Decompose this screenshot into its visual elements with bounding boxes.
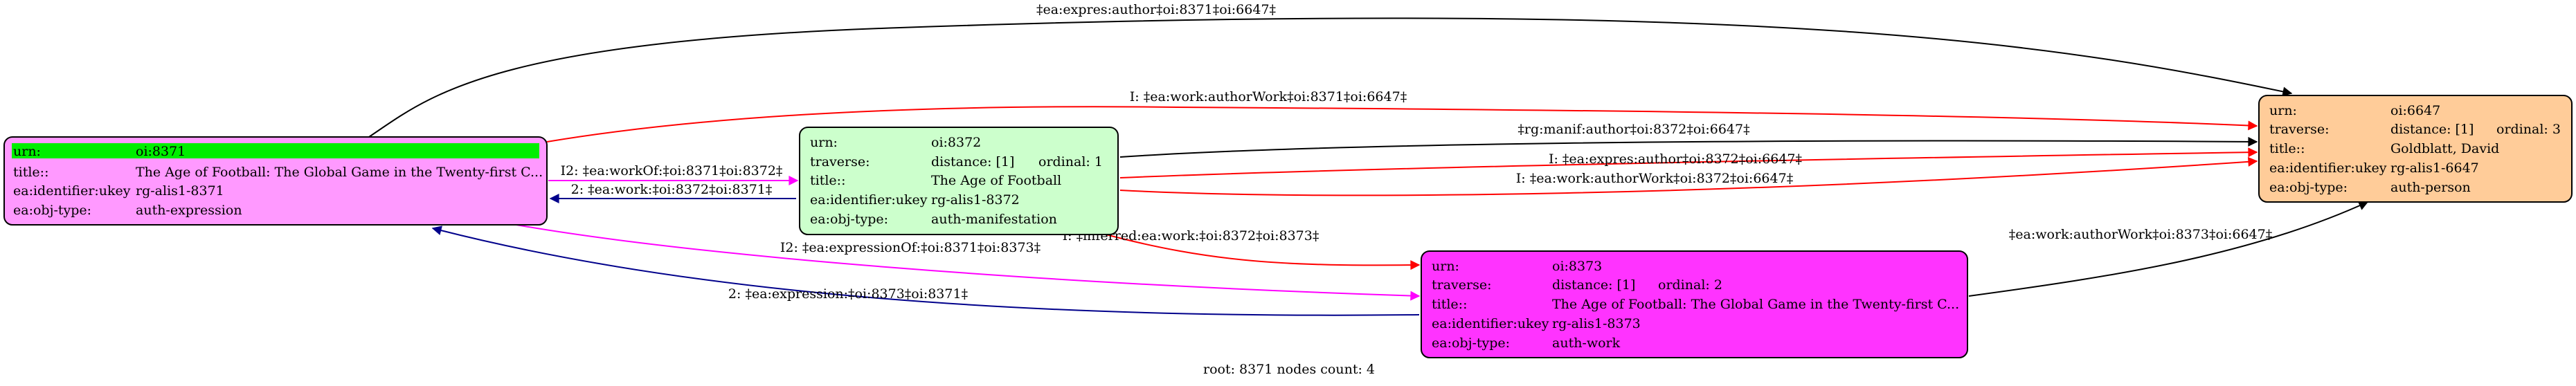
row-value: oi:6647 [2390,103,2440,118]
edge-label: I2: ‡ea:workOf:‡oi:8371‡oi:8372‡ [561,163,783,178]
row-key: title:: [1432,297,1467,312]
row-value: oi:8373 [1552,259,1602,274]
row-value: oi:8372 [931,135,981,150]
row-key: title:: [810,173,845,188]
row-key: ea:obj-type: [2269,180,2348,195]
edge-label: I: ‡ea:work:authorWork‡oi:8371‡oi:6647‡ [1130,89,1407,104]
row-key: urn: [2269,103,2297,118]
edge-work-authorwork-8373-6647: ‡ea:work:authorWork‡oi:8373‡oi:6647‡ [1968,201,2369,297]
edge-work-authorwork-8371-6647: I: ‡ea:work:authorWork‡oi:8371‡oi:6647‡ [546,89,2258,143]
edge-expression-8373-8371: 2: ‡ea:expression:‡oi:8373‡oi:8371‡ [431,226,1420,316]
node-oi-6647[interactable]: urn: oi:6647 traverse: distance: [1] ord… [2258,95,2573,203]
edge-workof-8371-8372: I2: ‡ea:workOf:‡oi:8371‡oi:8372‡ [548,163,799,185]
row-key: ea:obj-type: [13,203,91,218]
row-value: Goldblatt, David [2390,141,2499,156]
edge-work-8372-8371: 2: ‡ea:work:‡oi:8372‡oi:8371‡ [549,182,796,203]
node-oi-8372[interactable]: urn: oi:8372 traverse: distance: [1] ord… [799,127,1119,235]
row-value: distance: [1] [2390,122,2474,137]
row-value: The Age of Football: The Global Game in … [1552,297,1959,312]
row-key: ea:identifier:ukey [1432,316,1549,331]
edge-label: ‡ea:work:authorWork‡oi:8373‡oi:6647‡ [2009,227,2272,242]
row-key: ea:obj-type: [1432,336,1510,351]
edge-label: ‡rg:manif:author‡oi:8372‡oi:6647‡ [1517,122,1749,137]
edge-expres-author-8372-6647: I: ‡ea:expres:author‡oi:8372‡oi:6647‡ [1119,147,2258,178]
edge-label: ‡ea:expres:author‡oi:8371‡oi:6647‡ [1036,2,1276,17]
row-value-ordinal: ordinal: 3 [2496,122,2561,137]
row-key: traverse: [2269,122,2330,137]
row-value: distance: [1] [931,154,1014,169]
row-value-ordinal: ordinal: 2 [1658,277,1722,293]
edge-work-authorwork-8372-6647: I: ‡ea:work:authorWork‡oi:8372‡oi:6647‡ [1119,156,2258,196]
row-key: ea:identifier:ukey [13,183,131,199]
row-key: urn: [1432,259,1459,274]
row-key: traverse: [810,154,870,169]
row-key: ea:identifier:ukey [810,192,928,208]
row-value: auth-person [2390,180,2471,195]
node-oi-8373[interactable]: urn: oi:8373 traverse: distance: [1] ord… [1421,250,1968,358]
edge-label: I: ‡ea:work:authorWork‡oi:8372‡oi:6647‡ [1516,171,1793,186]
row-value: oi:8371 [136,144,186,159]
row-key: urn: [13,144,41,159]
node-oi-8371[interactable]: urn: oi:8371 title:: The Age of Football… [3,136,548,226]
edges: ‡ea:expres:author‡oi:8371‡oi:6647‡ I: ‡e… [366,2,2369,316]
row-key: title:: [13,165,48,180]
edge-label: I: ‡ea:expres:author‡oi:8372‡oi:6647‡ [1549,151,1802,167]
row-value: auth-manifestation [931,212,1057,227]
row-value: rg-alis1-8372 [931,192,1020,208]
node-box [1421,250,1968,358]
row-value: auth-work [1552,336,1621,351]
row-key: ea:obj-type: [810,212,888,227]
node-box [2258,95,2573,203]
node-box [799,127,1119,235]
row-value-ordinal: ordinal: 1 [1038,154,1103,169]
row-key: traverse: [1432,277,1492,293]
row-value: distance: [1] [1552,277,1635,293]
row-value: rg-alis1-8371 [136,183,224,199]
row-key: urn: [810,135,838,150]
edge-expres-author-8371-6647: ‡ea:expres:author‡oi:8371‡oi:6647‡ [366,2,2293,139]
node-box [3,136,548,226]
row-key: title:: [2269,141,2305,156]
row-key: ea:identifier:ukey [2269,160,2387,176]
graph-footer: root: 8371 nodes count: 4 [1203,362,1375,377]
row-value: The Age of Football: The Global Game in … [136,165,543,180]
edge-label: 2: ‡ea:expression:‡oi:8373‡oi:8371‡ [728,286,968,302]
row-value: auth-expression [136,203,242,218]
row-value: rg-alis1-8373 [1552,316,1641,331]
edge-manif-author-8372-6647: ‡rg:manif:author‡oi:8372‡oi:6647‡ [1119,122,2258,158]
edge-label: I2: ‡ea:expressionOf:‡oi:8371‡oi:8373‡ [780,240,1041,255]
edge-inferred-work-8372-8373: I: ‡inferred:ea:work:‡oi:8372‡oi:8373‡ [1063,228,1421,270]
row-value: rg-alis1-6647 [2390,160,2479,176]
row-value: The Age of Football [931,173,1061,188]
edge-label: 2: ‡ea:work:‡oi:8372‡oi:8371‡ [571,182,773,197]
edge-expressionof-8371-8373: I2: ‡ea:expressionOf:‡oi:8371‡oi:8373‡ [512,223,1421,301]
edge-label: I: ‡inferred:ea:work:‡oi:8372‡oi:8373‡ [1063,228,1319,243]
root-highlight [12,143,539,158]
